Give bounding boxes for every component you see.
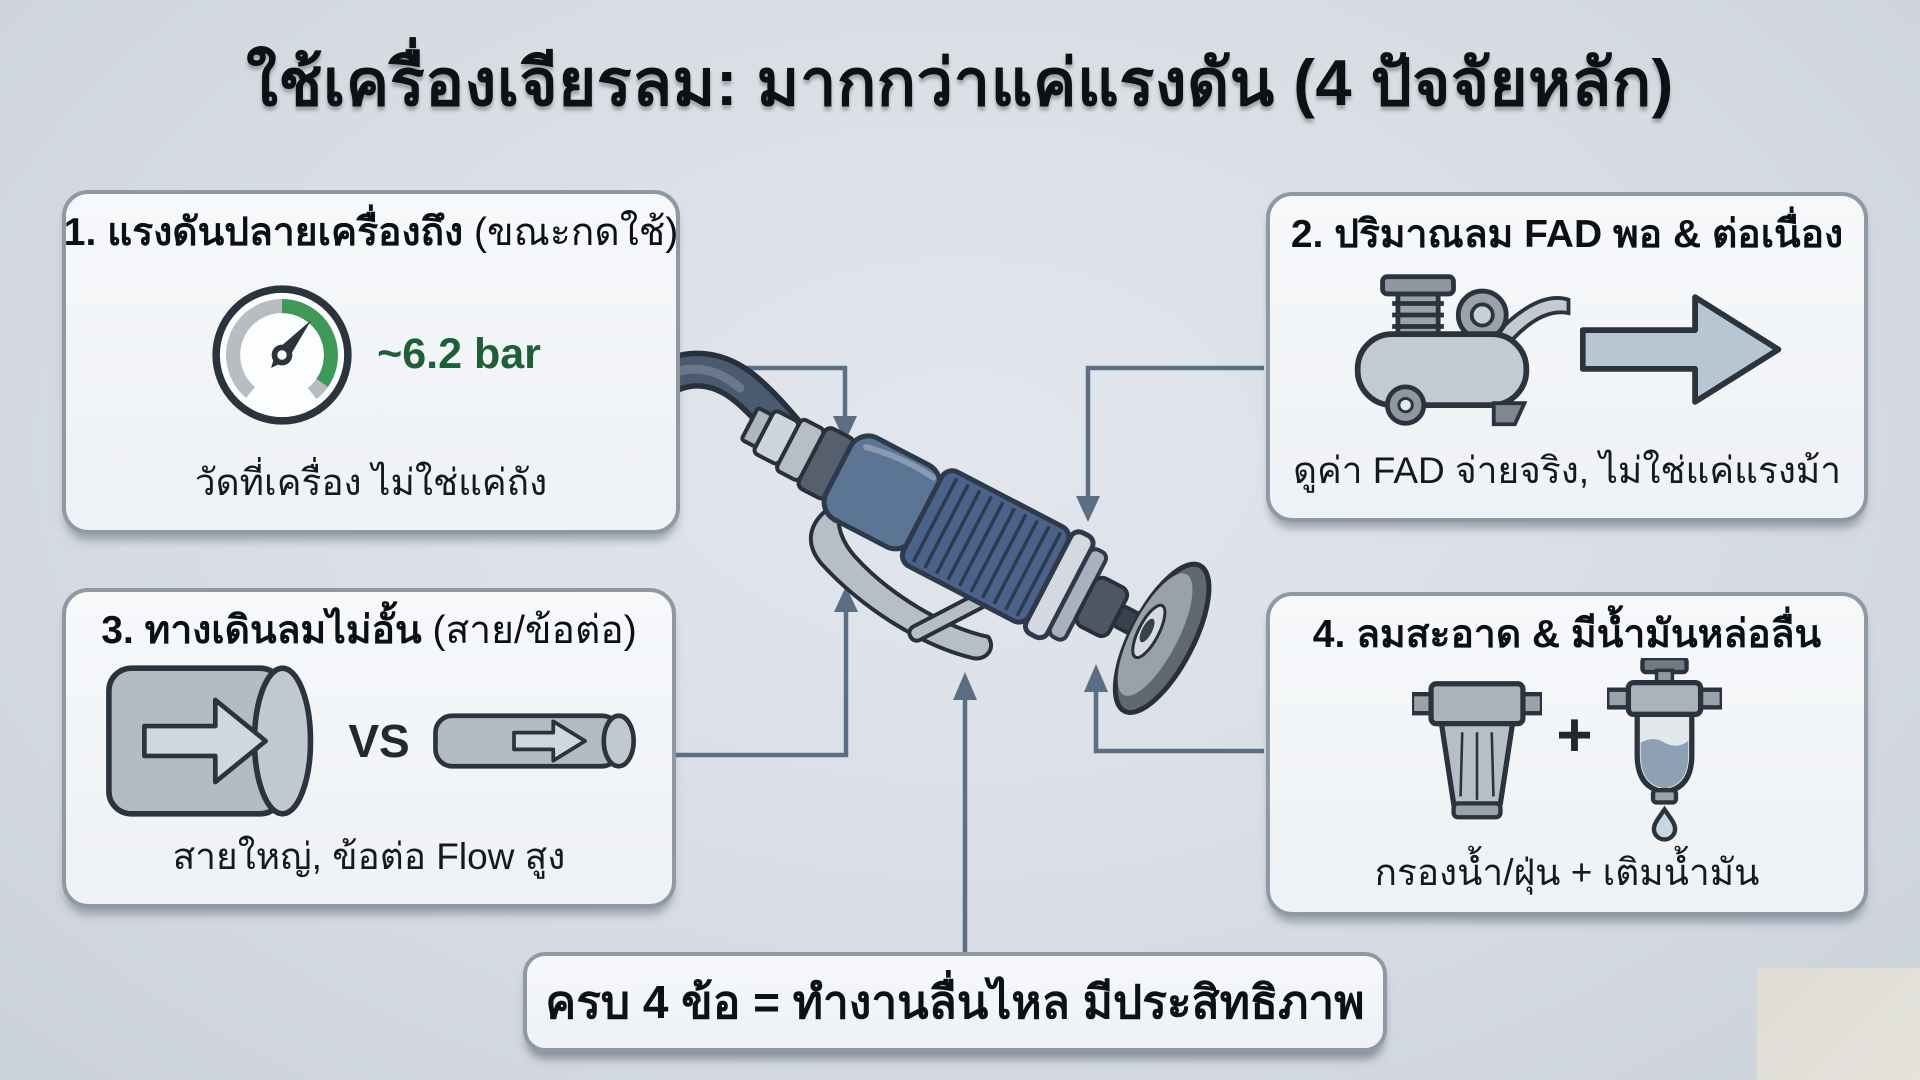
backing-flange — [1126, 602, 1160, 654]
arrow-down-icon — [1076, 496, 1100, 522]
small-pipe-icon — [432, 712, 636, 769]
vs-label: VS — [348, 714, 410, 767]
factor2-heading-text: 2. ปริมาณลม FAD พอ & ต่อเนื่อง — [1290, 213, 1844, 256]
air-compressor-icon — [1354, 274, 1570, 427]
factor1-caption: วัดที่เครื่อง ไม่ใช่แค่ถัง — [194, 462, 548, 503]
tool-rear-body — [821, 433, 943, 552]
gauge-value: ~6.2 bar — [377, 330, 541, 378]
hose-ferrule — [740, 406, 774, 448]
factor4-caption: กรองน้ำ/ฝุ่น + เติมน้ำมัน — [1374, 852, 1760, 894]
factor1-heading-note: (ขณะกดใช้) — [474, 211, 679, 254]
inlet-nut — [775, 417, 826, 482]
safety-latch — [907, 590, 990, 643]
pressure-gauge-icon — [212, 284, 352, 425]
connector-factor3 — [676, 610, 849, 758]
connector-factor4 — [1093, 690, 1264, 754]
air-die-grinder-illustration — [740, 406, 1212, 715]
factor2-icon-row — [1270, 258, 1864, 441]
large-pipe-icon — [106, 664, 314, 817]
factor2-box: 2. ปริมาณลม FAD พอ & ต่อเนื่อง ดูค่า FAD — [1266, 192, 1868, 522]
factor1-heading: 1. แรงดันปลายเครื่องถึง (ขณะกดใช้) — [64, 210, 678, 256]
ribbed-grip — [899, 468, 1072, 625]
nose-ring-light — [1022, 529, 1096, 641]
plus-label: + — [1556, 701, 1593, 771]
factor4-heading: 4. ลมสะอาด & มีน้ำมันหล่อลื่น — [1313, 612, 1821, 658]
filter-lubricator-icon: + — [1270, 658, 1864, 843]
inlet-collar — [796, 426, 856, 501]
factor2-caption: ดูค่า FAD จ่ายจริง, ไม่ใช่แค่แรงม้า — [1292, 450, 1842, 491]
factor3-caption: สายใหญ่, ข้อต่อ Flow สูง — [172, 836, 566, 877]
grinding-disc — [1112, 561, 1212, 715]
arrow-down-icon — [833, 416, 857, 442]
arrow-up-icon — [834, 586, 858, 612]
factor3-heading-note: (สาย/ข้อต่อ) — [432, 609, 637, 652]
factor4-heading-text: 4. ลมสะอาด & มีน้ำมันหล่อลื่น — [1312, 613, 1822, 656]
lever-pivot — [829, 509, 844, 524]
oil-drop-icon — [1651, 805, 1677, 842]
factor3-heading: 3. ทางเดินลมไม่อั้น (สาย/ข้อต่อ) — [101, 608, 636, 654]
factor2-heading: 2. ปริมาณลม FAD พอ & ต่อเนื่อง — [1291, 212, 1843, 258]
factor1-box: 1. แรงดันปลายเครื่องถึง (ขณะกดใช้) ~6.2 … — [62, 190, 680, 534]
connector-factor1 — [680, 365, 848, 418]
pipe-comparison-icon: VS — [66, 654, 672, 827]
factor3-box: 3. ทางเดินลมไม่อั้น (สาย/ข้อต่อ) VS สายใ… — [62, 588, 676, 908]
spindle-shaft — [1112, 604, 1143, 636]
connector-factor2 — [1085, 365, 1264, 498]
factor1-heading-text: 1. แรงดันปลายเครื่องถึง — [63, 211, 464, 254]
factor1-icon-row: ~6.2 bar — [66, 256, 676, 453]
water-filter-icon — [1412, 681, 1543, 820]
nose-ring-gray — [1047, 547, 1109, 642]
page-title: ใช้เครื่องเจียรลม: มากกว่าแค่แรงดัน (4 ป… — [246, 46, 1674, 119]
oil-lubricator-icon — [1606, 658, 1722, 842]
conclusion-box: ครบ 4 ข้อ = ทำงานลื่นไหล มีประสิทธิภาพ — [523, 952, 1387, 1052]
flow-arrow-icon — [1579, 294, 1781, 405]
factor3-heading-text: 3. ทางเดินลมไม่อั้น — [101, 609, 422, 652]
arrow-up-icon — [1084, 664, 1108, 692]
arrow-up-icon — [953, 672, 977, 700]
factor4-box: 4. ลมสะอาด & มีน้ำมันหล่อลื่น + — [1266, 592, 1868, 916]
trigger-lever — [808, 505, 994, 661]
corner-highlight-patch — [1757, 968, 1920, 1080]
connector-arrowheads — [833, 416, 1108, 700]
coupler-nut — [752, 409, 801, 466]
conclusion-text: ครบ 4 ข้อ = ทำงานลื่นไหล มีประสิทธิภาพ — [545, 975, 1365, 1028]
connector-lines — [676, 365, 1264, 958]
collet-hub — [1074, 575, 1130, 639]
